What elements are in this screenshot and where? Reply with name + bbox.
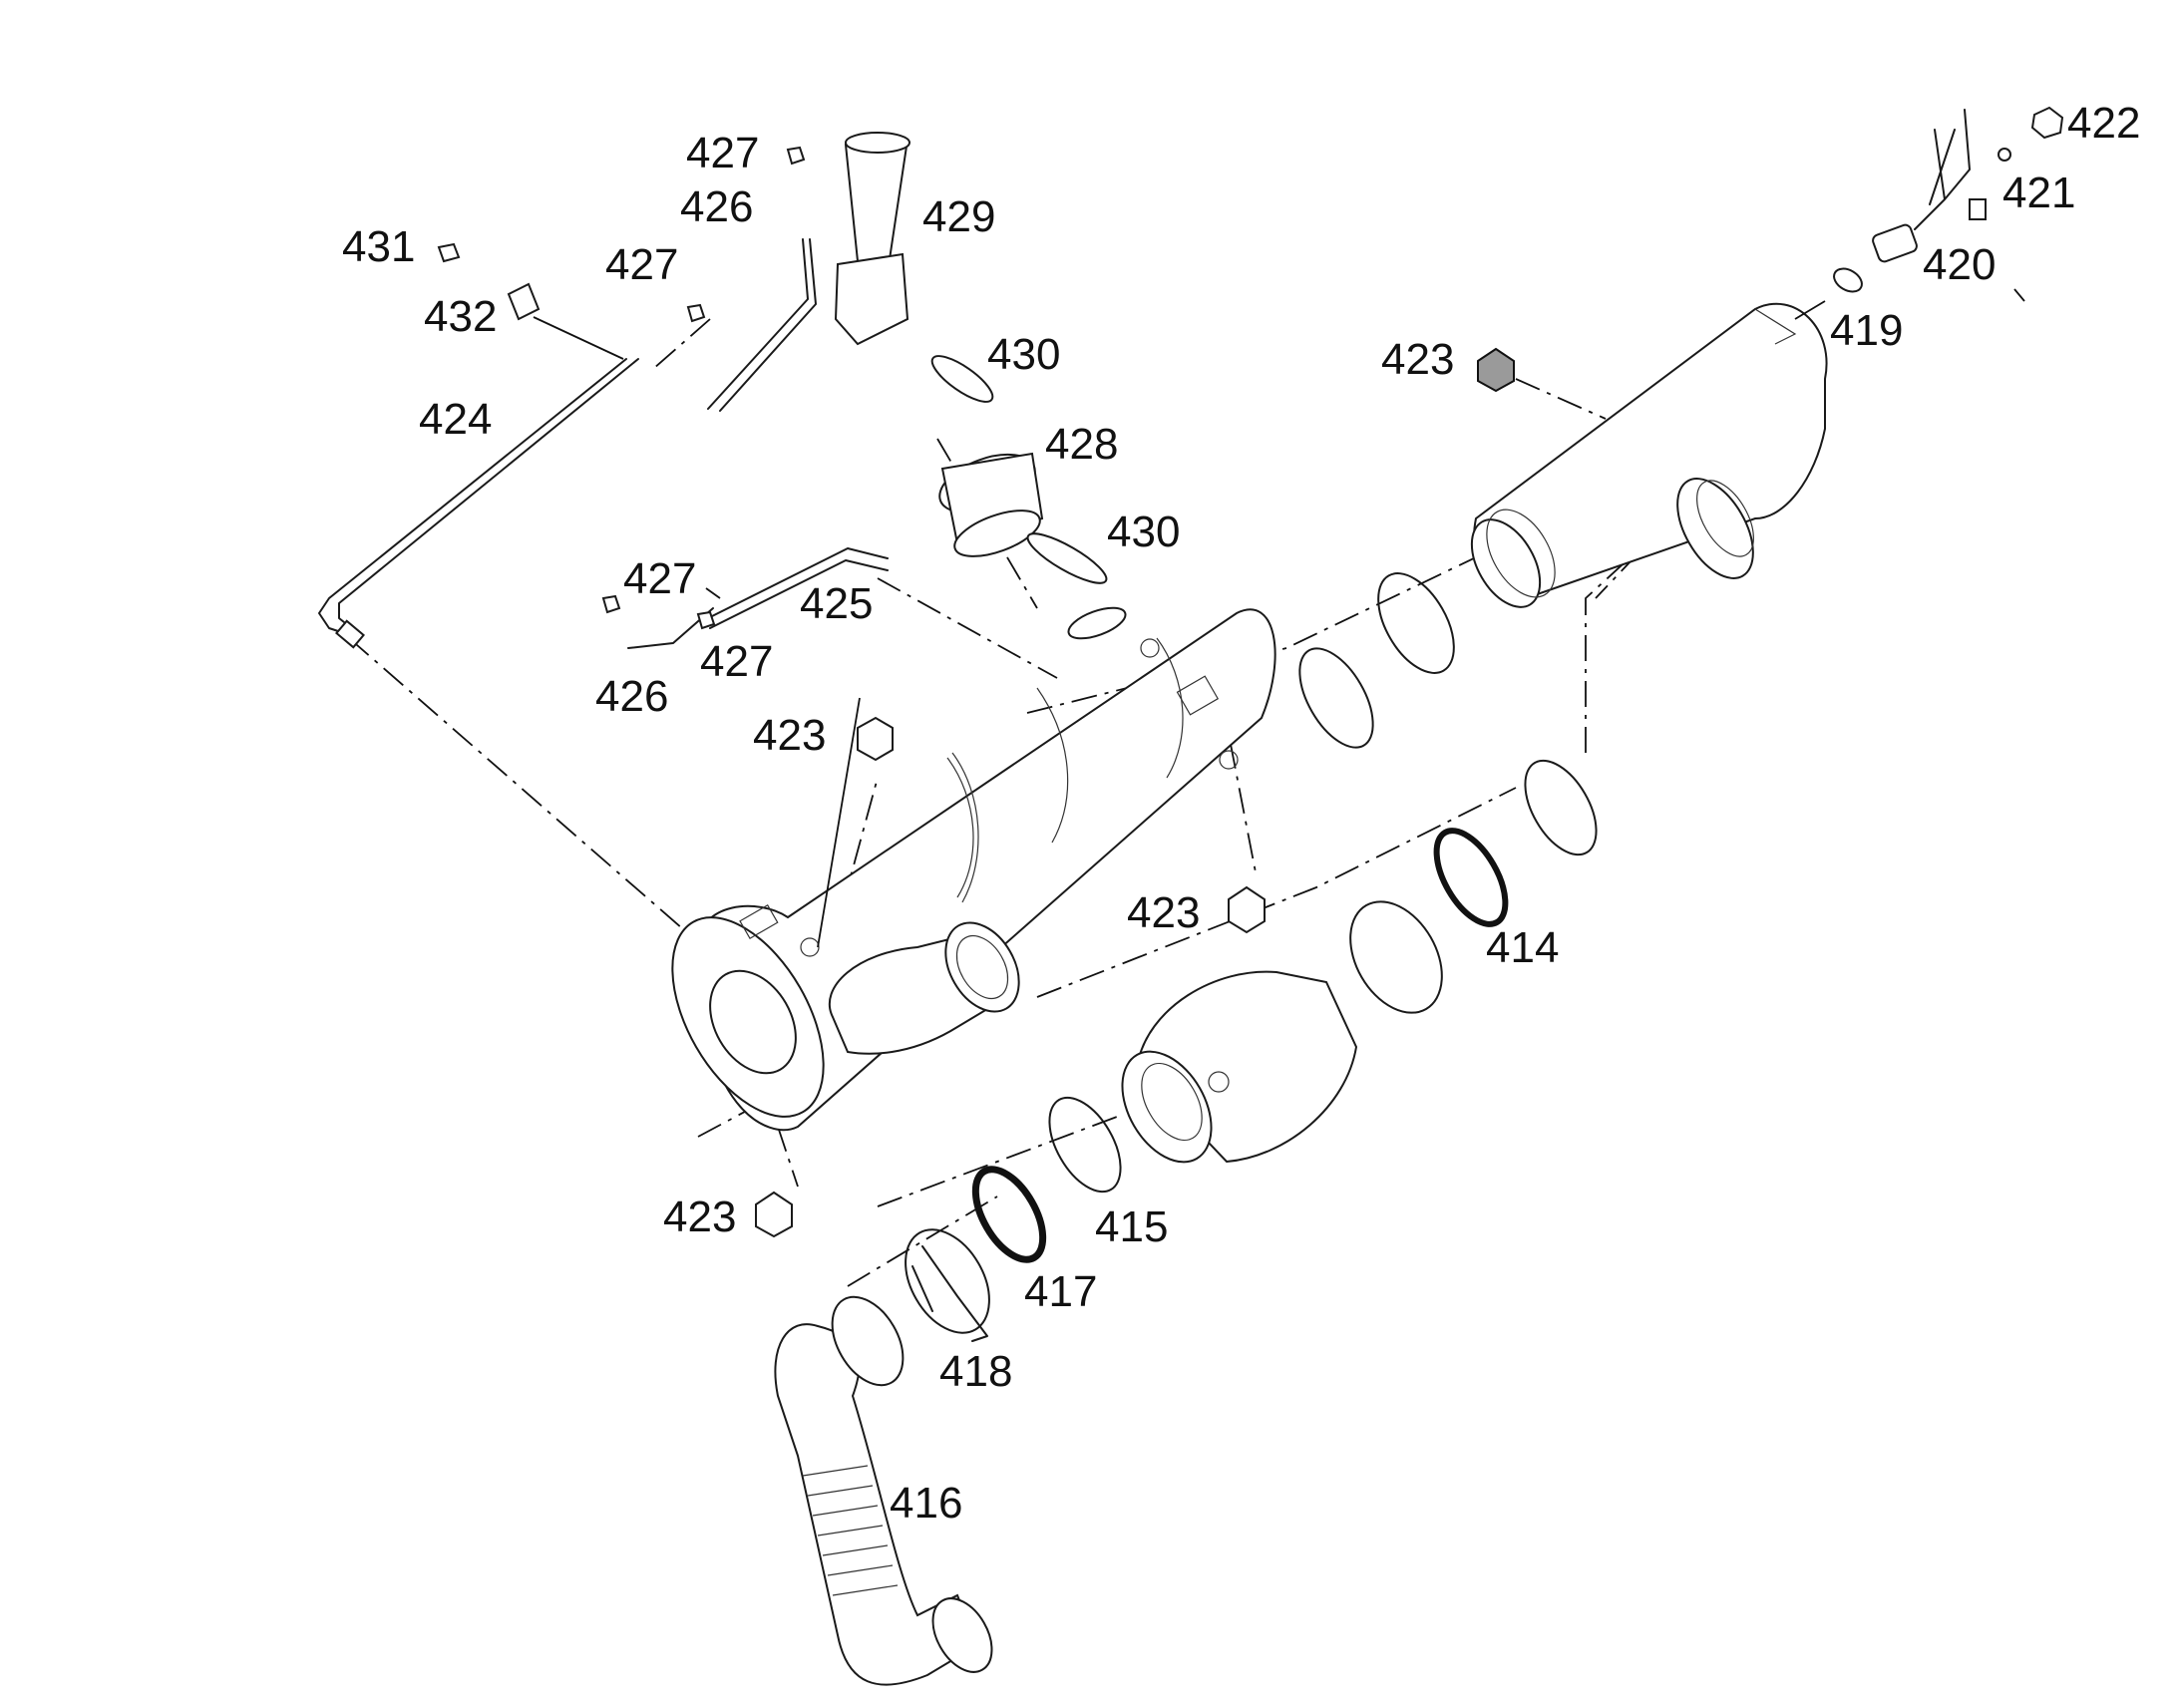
callout-427-right: 427 — [700, 637, 773, 686]
callout-423-left: 423 — [753, 711, 826, 760]
callout-414: 414 — [1486, 923, 1559, 972]
callout-427-left: 427 — [623, 554, 696, 603]
callout-420: 420 — [1923, 240, 1996, 289]
callout-427-mid: 427 — [605, 240, 678, 289]
callout-427-top: 427 — [686, 129, 759, 177]
callout-430-bottom: 430 — [1107, 508, 1180, 556]
callout-426-bottom: 426 — [595, 672, 668, 721]
callout-423-top-right: 423 — [1381, 335, 1454, 384]
catalytic-converter — [1121, 970, 1358, 1164]
callout-429: 429 — [922, 192, 995, 241]
callout-428: 428 — [1045, 420, 1118, 469]
sensor-lines — [318, 146, 889, 649]
callout-423-bottom: 423 — [663, 1193, 736, 1241]
callout-417: 417 — [1024, 1267, 1097, 1316]
callout-418: 418 — [939, 1347, 1012, 1396]
callout-425: 425 — [800, 579, 873, 628]
callout-432: 432 — [424, 292, 497, 341]
sensor-assembly — [1833, 106, 2064, 293]
upper-elbow-pipe — [1470, 302, 1828, 608]
callout-416: 416 — [890, 1479, 962, 1528]
callout-424: 424 — [419, 395, 492, 444]
doser-stack — [834, 132, 1108, 584]
nut-423-parts — [755, 347, 1515, 1238]
flex-pipe — [774, 1245, 993, 1686]
leader-lines — [533, 288, 2025, 948]
callout-431: 431 — [342, 222, 415, 271]
muffler-body — [671, 606, 1276, 1132]
callout-426-top: 426 — [680, 182, 753, 231]
callout-421: 421 — [2002, 169, 2075, 217]
rings-and-clamps — [905, 572, 1598, 1334]
callout-415: 415 — [1095, 1202, 1168, 1251]
callout-419: 419 — [1830, 306, 1903, 355]
callout-423-middle: 423 — [1127, 888, 1200, 937]
callout-430-top: 430 — [987, 330, 1060, 379]
callouts: 422 421 420 419 423 427 426 429 431 427 … — [342, 99, 2140, 1528]
callout-422: 422 — [2067, 99, 2140, 148]
